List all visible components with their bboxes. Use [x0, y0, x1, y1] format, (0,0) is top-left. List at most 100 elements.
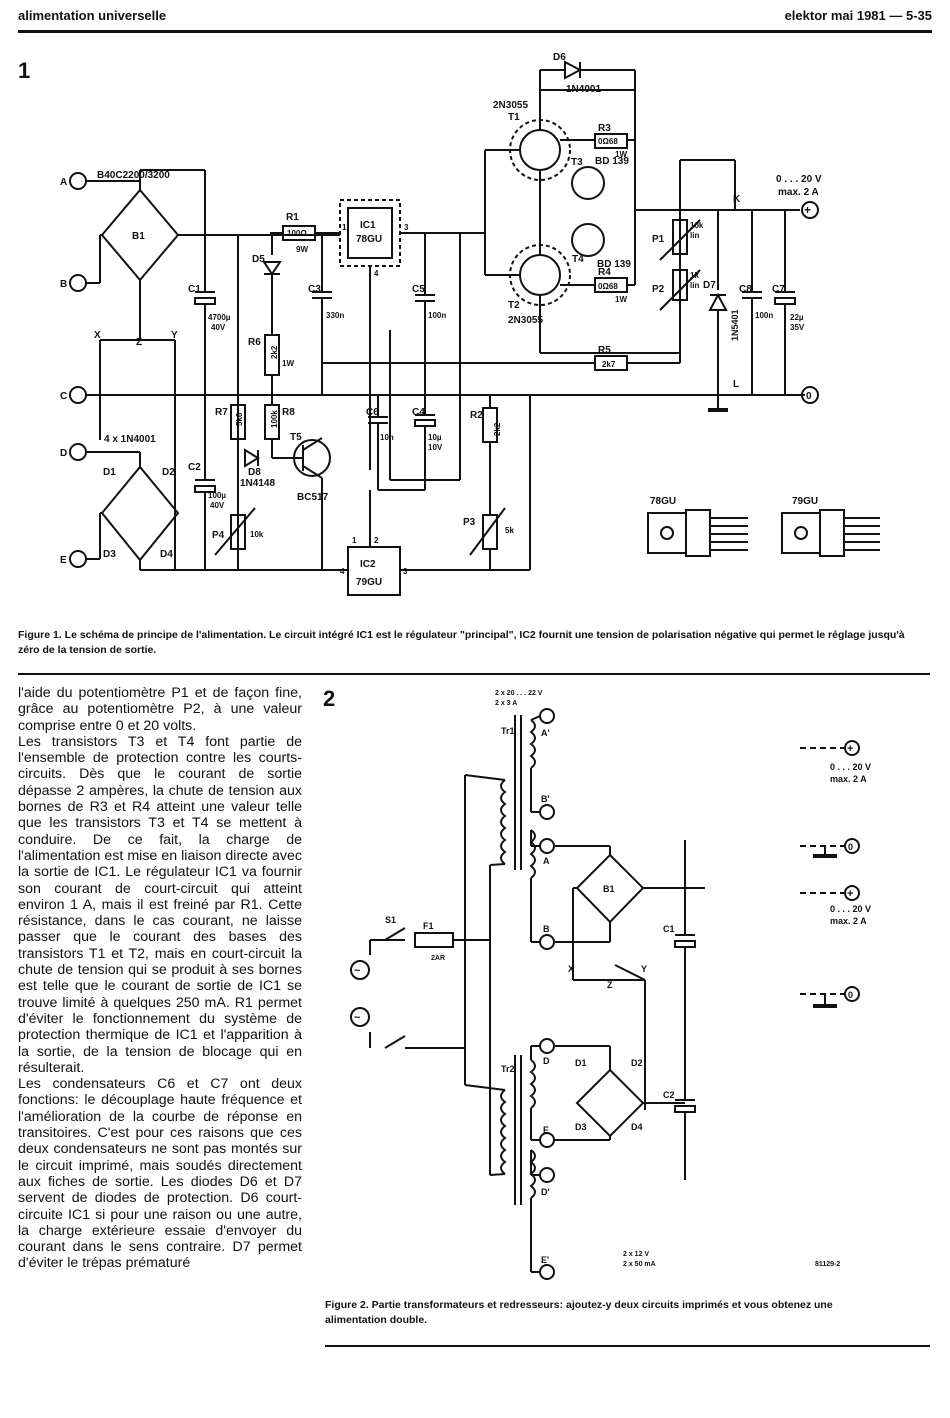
d7-type: 1N5401 [730, 309, 740, 341]
b-prime-label: B' [541, 794, 550, 804]
t4-type: BD 139 [597, 259, 631, 270]
y-label: Y [641, 964, 647, 974]
r6-label: R6 [248, 337, 261, 348]
c8-label: C8 [739, 284, 752, 295]
r6-watt: 1W [282, 359, 294, 368]
r4-value: 0Ω68 [598, 282, 618, 291]
p1-label: P1 [652, 234, 665, 245]
s1-label: S1 [385, 915, 396, 925]
output1-voltage: 0 . . . 20 V [830, 762, 871, 772]
r8-value: 100k [270, 410, 279, 428]
c4-voltage: 10V [428, 443, 443, 452]
tr1-label: Tr1 [501, 726, 515, 736]
figure1-caption: Figure 1. Le schéma de principe de l'ali… [18, 629, 905, 656]
output2-current: max. 2 A [830, 916, 867, 926]
e-label: E [543, 1125, 549, 1135]
r5-label: R5 [598, 345, 611, 356]
c2-label: C2 [663, 1090, 675, 1100]
zero-terminal-icon: 0 [848, 842, 853, 852]
p1-value: 10k [690, 221, 704, 230]
output-current: max. 2 A [778, 187, 819, 198]
ic2-pin2: 2 [374, 536, 379, 545]
b1-label: B1 [132, 231, 145, 242]
ic1-pin3: 3 [404, 223, 409, 232]
d3-label: D3 [575, 1122, 587, 1132]
d1-label: D1 [575, 1058, 587, 1068]
c2-label: C2 [188, 462, 201, 473]
x-label: X [94, 330, 101, 341]
d1-label: D1 [103, 467, 116, 478]
c1-value: 4700µ [208, 313, 231, 322]
output1-current: max. 2 A [830, 774, 867, 784]
d8-type: 1N4148 [240, 478, 275, 489]
c1-voltage: 40V [211, 323, 226, 332]
e-prime-label: E' [541, 1255, 549, 1265]
plus-terminal-icon: + [847, 743, 853, 755]
ic1-pin1: 1 [342, 223, 347, 232]
c3-value: 330n [326, 311, 344, 320]
d2-label: D2 [162, 467, 175, 478]
t1-type: 2N3055 [493, 100, 528, 111]
x-label: X [568, 964, 574, 974]
d4-label: D4 [631, 1122, 643, 1132]
zero-terminal-icon: 0 [848, 990, 853, 1000]
figure1-schematic: A B C D E B40C2200/3200 B1 X Z Y 4 x 1N4… [60, 52, 880, 596]
package-78gu-label: 78GU [650, 496, 676, 507]
d6-type: 1N4001 [566, 84, 601, 95]
ic1-label: IC1 [360, 220, 376, 231]
ic2-pin1: 1 [352, 536, 357, 545]
a-prime-label: A' [541, 728, 550, 738]
p2-value: 1k [690, 271, 699, 280]
c2-voltage: 40V [210, 501, 225, 510]
z-label: Z [607, 980, 613, 990]
d-label: D [543, 1056, 550, 1066]
c4-value: 10µ [428, 433, 442, 442]
c3-label: C3 [308, 284, 321, 295]
plus-terminal-icon: + [847, 888, 853, 900]
output-voltage: 0 . . . 20 V [776, 174, 822, 185]
r7-value: 5k6 [235, 412, 244, 426]
ic2-pin4: 4 [340, 567, 345, 576]
d8-label: D8 [248, 467, 261, 478]
c5-label: C5 [412, 284, 425, 295]
drawing-reference: 81129-2 [815, 1261, 840, 1268]
c4-label: C4 [412, 407, 425, 418]
figure2-schematic: 2 x 20 . . . 22 V 2 x 3 A Tr1 Tr2 A' B' … [350, 690, 871, 1280]
r3-watt: 1W [615, 150, 627, 159]
package-79gu-label: 79GU [792, 496, 818, 507]
r3-label: R3 [598, 123, 611, 134]
fuse-rating: 2AR [431, 955, 445, 962]
l-label: L [733, 379, 739, 390]
c1-label: C1 [188, 284, 201, 295]
article-body: l'aide du potentiomètre P1 et de façon f… [18, 685, 302, 1272]
t4-label: T4 [572, 254, 584, 265]
ic1-pin4: 4 [374, 269, 379, 278]
journal-page-ref: elektor mai 1981 — 5-35 [784, 8, 932, 23]
terminal-b-label: B [60, 279, 67, 290]
b1-type-label: B40C2200/3200 [97, 170, 170, 181]
figure2-caption: Figure 2. Partie transformateurs et redr… [325, 1299, 833, 1326]
tr2-label: Tr2 [501, 1064, 515, 1074]
bottom-divider [325, 1345, 930, 1347]
c5-value: 100n [428, 311, 446, 320]
z-label: Z [136, 337, 142, 348]
d4-label: D4 [160, 549, 173, 560]
f1-label: F1 [423, 921, 434, 931]
t5-label: T5 [290, 432, 302, 443]
c7-voltage: 35V [790, 323, 805, 332]
r7-label: R7 [215, 407, 228, 418]
r5-value: 2k7 [602, 360, 616, 369]
d2-label: D2 [631, 1058, 643, 1068]
terminal-e-label: E [60, 555, 67, 566]
t1-label: T1 [508, 112, 520, 123]
terminal-a-label: A [60, 177, 67, 188]
tr1-secondary-current: 2 x 3 A [495, 700, 517, 707]
b-label: B [543, 924, 550, 934]
d6-label: D6 [553, 52, 566, 63]
r4-watt: 1W [615, 295, 627, 304]
t2-label: T2 [508, 300, 520, 311]
ic2-label: IC2 [360, 559, 376, 570]
d5-label: D5 [252, 254, 265, 265]
c6-label: C6 [366, 407, 379, 418]
running-title: alimentation universelle [18, 8, 167, 23]
